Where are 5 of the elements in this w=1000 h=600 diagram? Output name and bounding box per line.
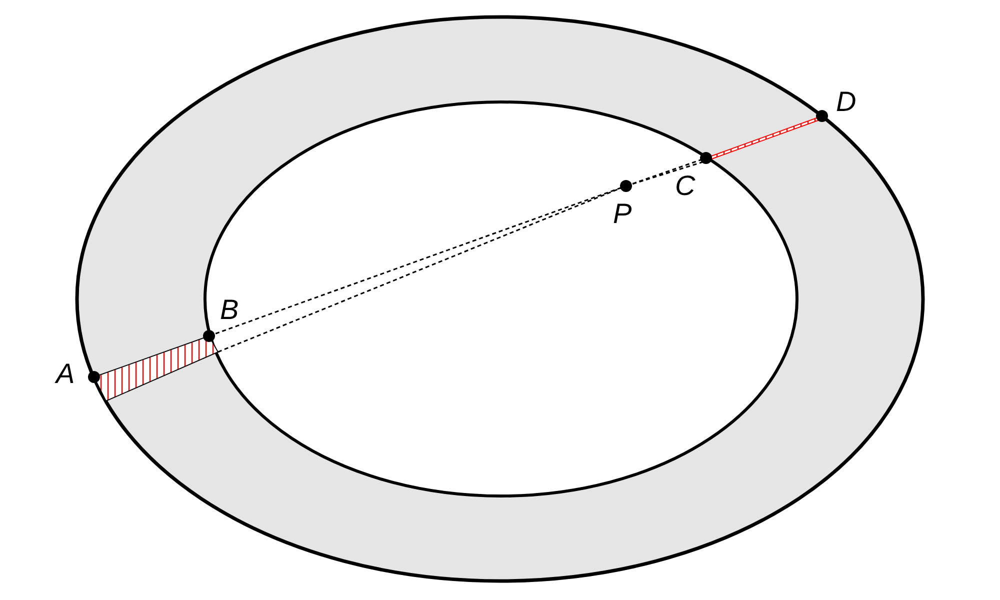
point-label: D	[836, 88, 856, 116]
point-label: P	[613, 200, 632, 228]
point-label: A	[56, 360, 75, 388]
point-label: B	[220, 296, 239, 324]
point-label: C	[675, 172, 696, 200]
